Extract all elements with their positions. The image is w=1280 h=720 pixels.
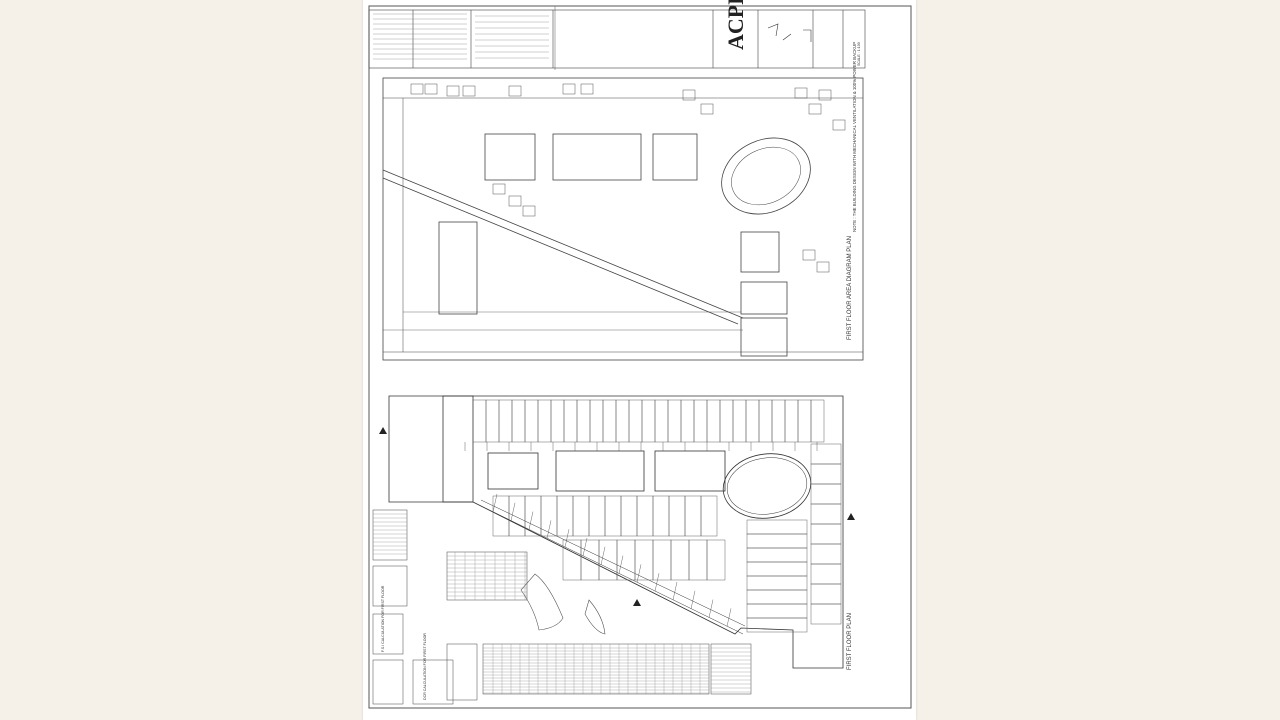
title-block	[368, 9, 866, 69]
upper-plan-title: FIRST FLOOR AREA DIAGRAM PLAN	[847, 236, 853, 340]
ramp-detail	[520, 573, 606, 635]
fsi-table-title: F.S.I CALCULATION FOR FIRST FLOOR	[381, 585, 385, 652]
area-diagram-outline	[382, 77, 864, 361]
design-note: NOTE : THE BUILDING DESIGN WITH MECHANIC…	[852, 41, 857, 232]
drawing-sheet: ACPL NOTE : THE BUILDING DESIGN WITH MEC…	[363, 0, 916, 720]
floor-plan-drawing	[368, 5, 912, 709]
lower-plan-title: FIRST FLOOR PLAN	[847, 613, 853, 670]
direction-markers	[379, 427, 855, 606]
scale-text: SCALE : 1:100	[857, 42, 861, 66]
dcr-table-title: DCR CALCULATION FOR FIRST FLOOR	[423, 633, 427, 700]
first-floor-plan-outline	[388, 395, 844, 669]
firm-logo: ACPL	[723, 0, 748, 50]
